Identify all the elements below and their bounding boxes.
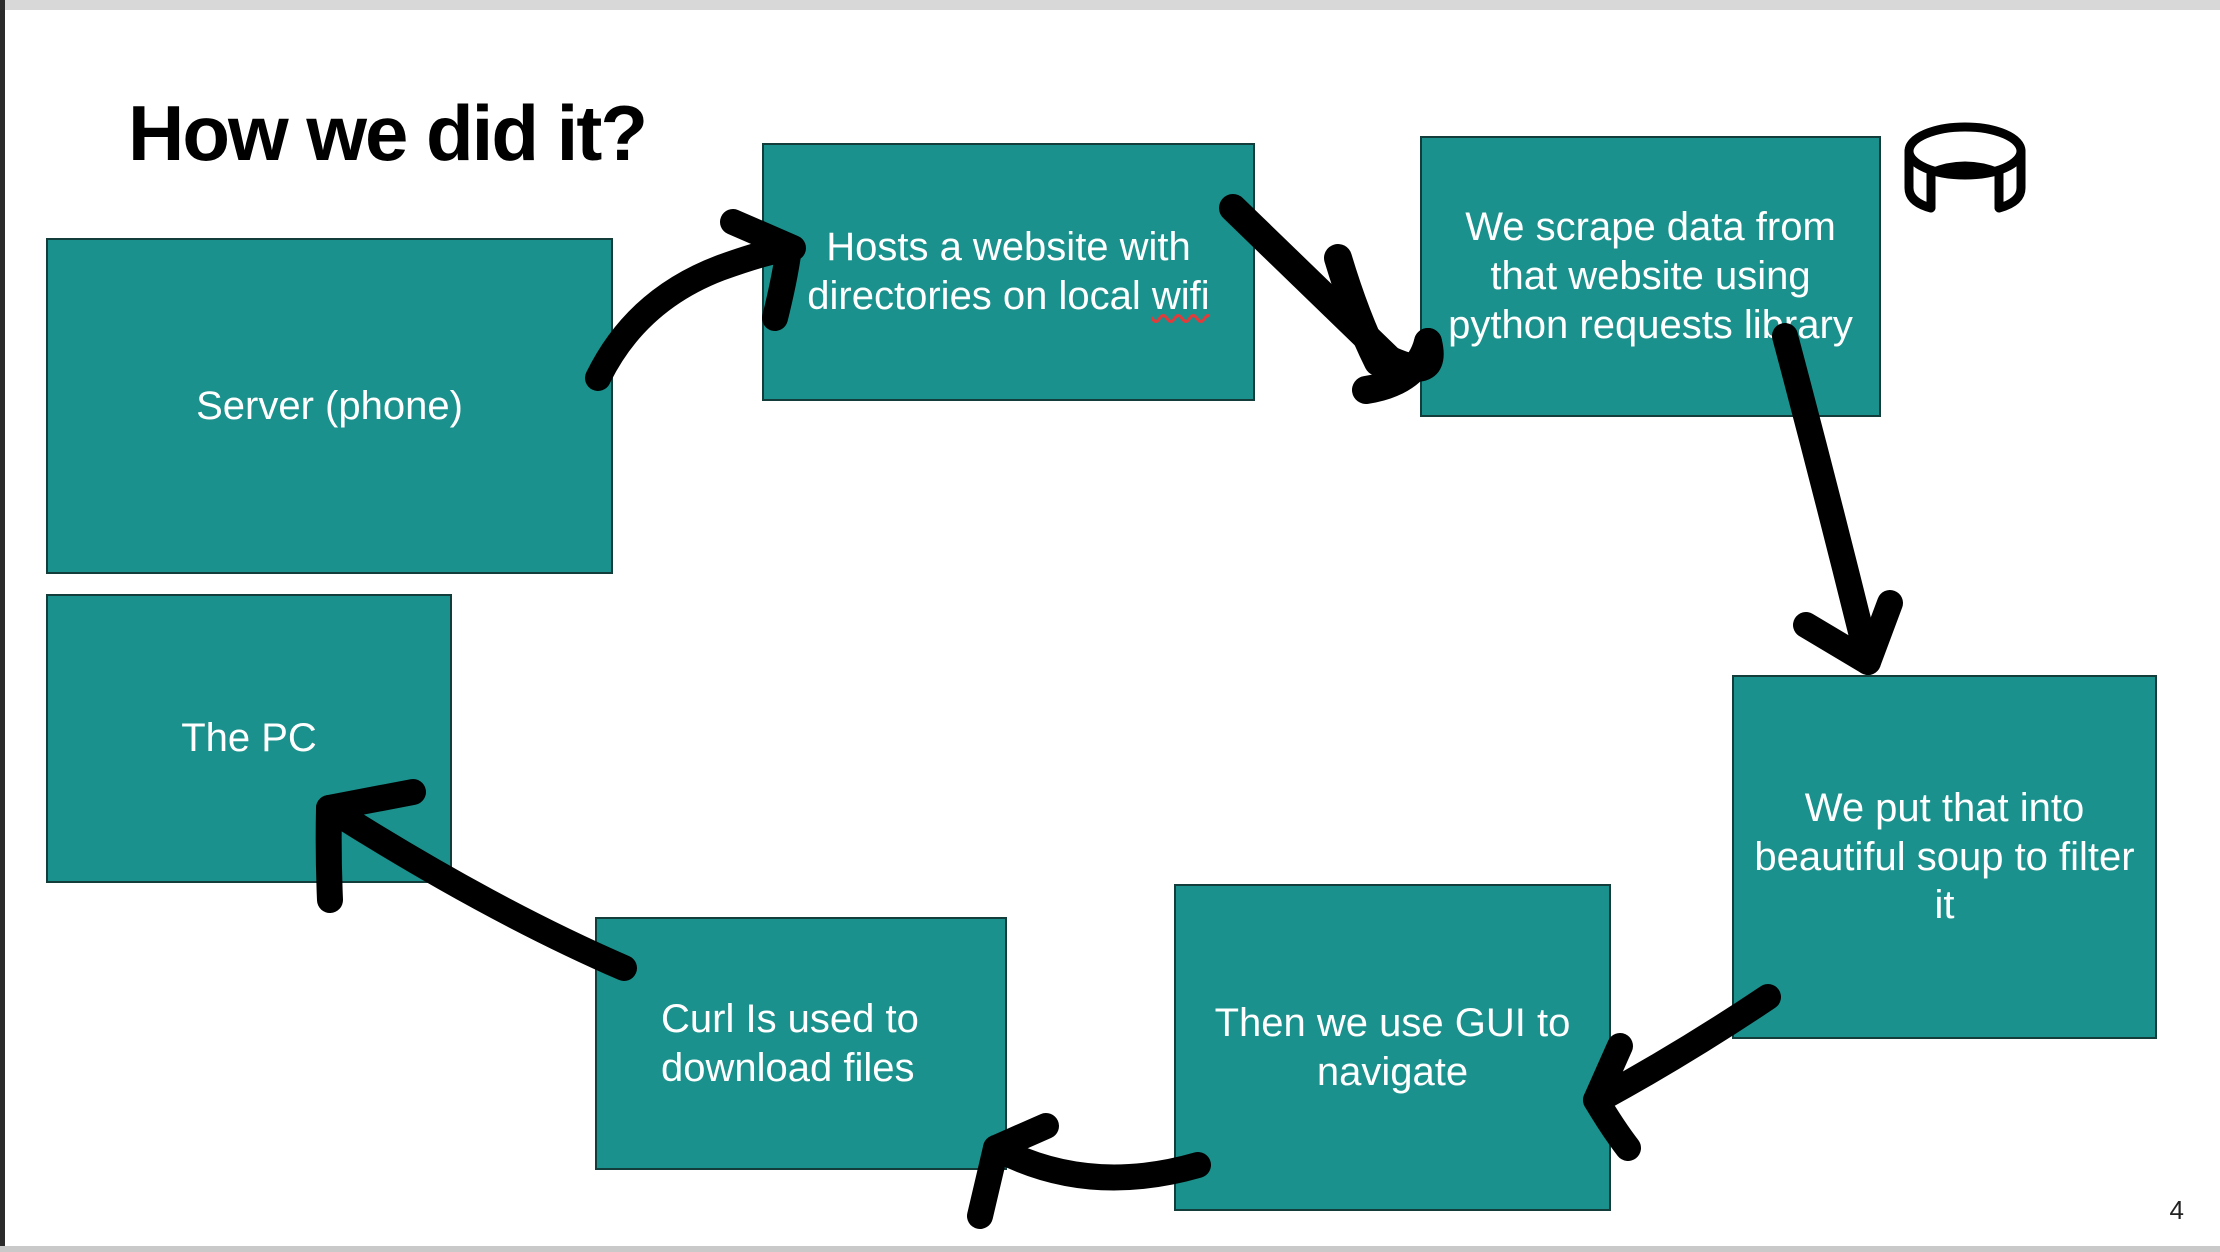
box-scrape-data[interactable]: We scrape data from that website using p… <box>1420 136 1881 417</box>
arrow-hosts-to-scrape <box>1219 194 1444 404</box>
box-server-phone-label: Server (phone) <box>196 383 463 428</box>
box-gui-navigate-label: Then we use GUI to navigate <box>1214 1000 1571 1094</box>
box-server-phone[interactable]: Server (phone) <box>46 238 613 574</box>
box-beautiful-soup-label: We put that into beautiful soup to filte… <box>1754 785 2135 928</box>
box-scrape-data-label: We scrape data from that website using p… <box>1448 205 1853 347</box>
page-number: 4 <box>2169 1195 2184 1225</box>
box-the-pc[interactable]: The PC <box>46 594 452 883</box>
window-left-edge <box>0 0 5 1252</box>
window-bottom-edge <box>0 1246 2220 1252</box>
box-gui-navigate[interactable]: Then we use GUI to navigate <box>1174 884 1611 1211</box>
box-hosts-website[interactable]: Hosts a website with directories on loca… <box>762 143 1255 401</box>
box-hosts-website-label: Hosts a website with directories on loca… <box>778 223 1239 321</box>
box-beautiful-soup[interactable]: We put that into beautiful soup to filte… <box>1732 675 2157 1039</box>
page-title: How we did it? <box>128 89 648 177</box>
window-top-edge <box>0 0 2220 10</box>
box-curl-download[interactable]: Curl Is used to download files <box>595 917 1007 1170</box>
arrow-gui-to-curl <box>967 1113 1211 1229</box>
box-curl-download-label: Curl Is used to download files <box>661 996 919 1090</box>
box-hosts-website-label-text: Hosts a website with directories on loca… <box>807 225 1191 318</box>
box-hosts-website-misspelled-word: wifi <box>1151 274 1210 318</box>
box-the-pc-label: The PC <box>181 716 317 761</box>
cylinder-icon <box>1900 118 2030 228</box>
